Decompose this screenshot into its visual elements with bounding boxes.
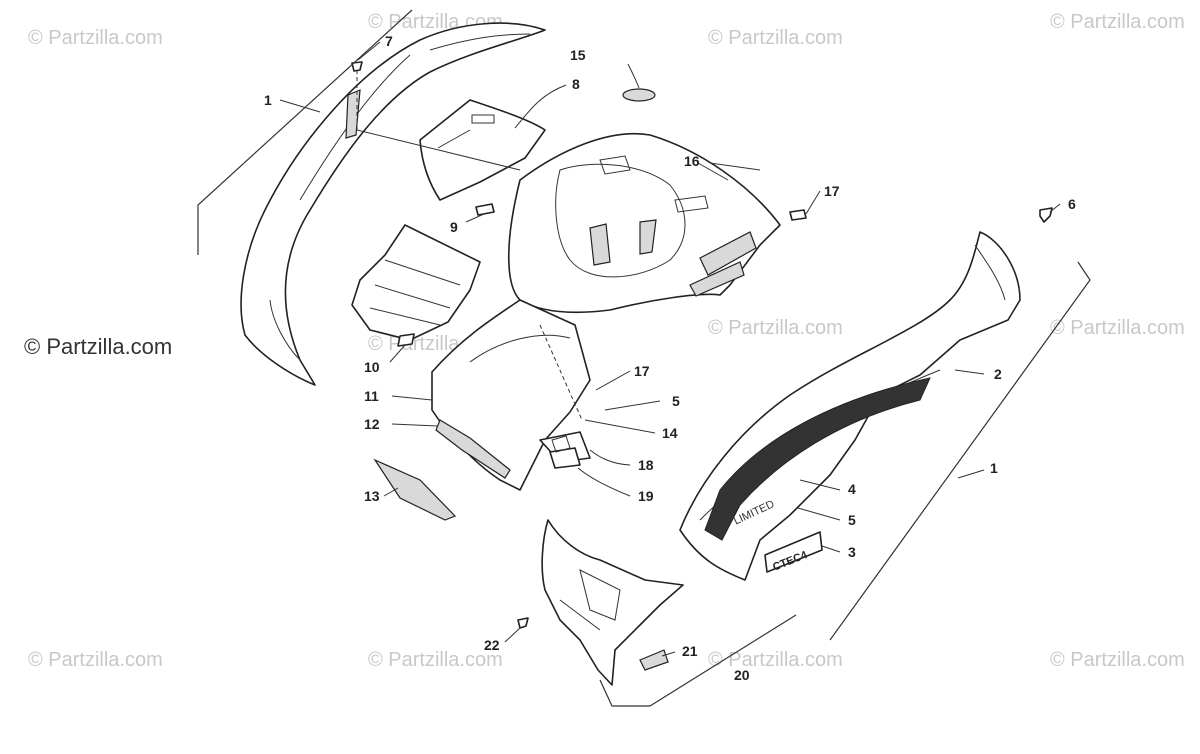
part-13-mesh: [373, 458, 457, 521]
callout-4: 4: [848, 481, 856, 497]
part-20-lower-panel: [541, 519, 684, 686]
watermark-4: © Partzilla.com: [1050, 11, 1185, 33]
callout-22: 22: [484, 637, 500, 653]
callout-9: 9: [450, 219, 458, 235]
part-6-fastener: [1039, 207, 1053, 223]
part-7-fastener: [351, 61, 363, 72]
watermarks: © Partzilla.com © Partzilla.com © Partzi…: [28, 11, 1185, 671]
callout-19: 19: [638, 488, 654, 504]
part-3-ctec4-badge: CTEC4: [764, 531, 823, 574]
part-17-top-clip: [789, 209, 807, 221]
watermark-10: © Partzilla.com: [708, 649, 843, 671]
callout-14: 14: [662, 425, 678, 441]
watermark-7: © Partzilla.com: [1050, 317, 1185, 339]
part-22-fastener: [517, 617, 529, 629]
callout-3: 3: [848, 544, 856, 560]
callout-12: 12: [364, 416, 380, 432]
callout-17-top: 17: [824, 183, 840, 199]
watermark-8: © Partzilla.com: [28, 649, 163, 671]
callout-11: 11: [364, 388, 379, 404]
part-8-tray: [419, 99, 546, 201]
assembly-brackets: [197, 9, 1091, 707]
callout-8: 8: [572, 76, 580, 92]
callout-6: 6: [1068, 196, 1076, 212]
watermark-3: © Partzilla.com: [708, 27, 843, 49]
callout-10: 10: [364, 359, 380, 375]
callout-20: 20: [734, 667, 750, 683]
watermark-11: © Partzilla.com: [1050, 649, 1185, 671]
watermark-6: © Partzilla.com: [708, 317, 843, 339]
callout-21: 21: [682, 643, 698, 659]
callout-18: 18: [638, 457, 654, 473]
part-10-duct: [351, 224, 481, 347]
part-15-emblem: [622, 88, 656, 102]
callout-labels: 1 7 15 8 16 17 9 6 10 2 11 17 5 12 14 1 …: [264, 33, 1076, 683]
watermark-1: © Partzilla.com: [28, 27, 163, 49]
callout-16: 16: [684, 153, 700, 169]
part-9-clip: [475, 203, 495, 216]
callout-1-right: 1: [990, 460, 998, 476]
callout-17-mid: 17: [634, 363, 650, 379]
callout-1-left: 1: [264, 92, 272, 108]
watermark-9: © Partzilla.com: [368, 649, 503, 671]
callout-7: 7: [385, 33, 393, 49]
part-18-19-brackets: [539, 431, 591, 469]
part-main-hood: [431, 132, 781, 491]
callout-15: 15: [570, 47, 586, 63]
leader-lines: [279, 41, 1061, 657]
callout-5-right: 5: [848, 512, 856, 528]
credit-text: © Partzilla.com: [24, 334, 172, 359]
callout-13: 13: [364, 488, 380, 504]
part-4-decal: [704, 377, 931, 541]
callout-2: 2: [994, 366, 1002, 382]
callout-5-mid: 5: [672, 393, 680, 409]
